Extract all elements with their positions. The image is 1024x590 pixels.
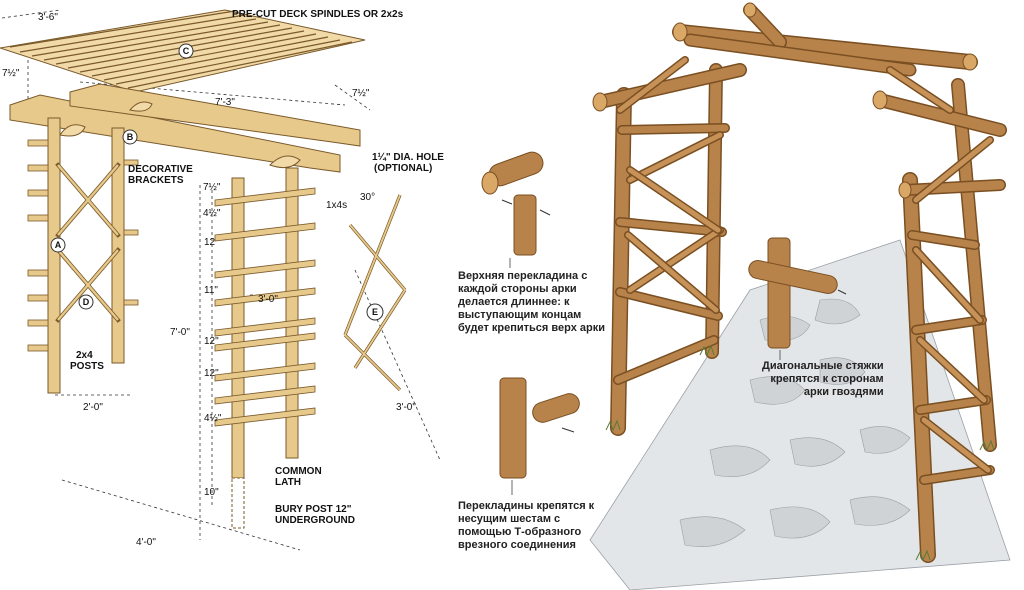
top-beam-note: Верхняя перекладина с каждой стороны арк…: [458, 270, 605, 335]
top-beam-note-line: делается длиннее: к: [458, 296, 570, 308]
dimension-lines: [1, 9, 441, 551]
dim-top-width: 3'-6": [38, 12, 58, 23]
t-joint-note-line: Перекладины крепятся к: [458, 500, 595, 512]
spindles-label: PRE-CUT DECK SPINDLES OR 2x2s: [232, 9, 404, 20]
top-beam-note-line: Верхняя перекладина с: [458, 270, 588, 282]
dim-bottom-gap: 4½": [204, 413, 222, 424]
dim-header-gap: 7½": [203, 182, 221, 193]
dim-overhang-right: 7½": [352, 88, 370, 99]
braces-note-line: Диагональные стяжки: [762, 360, 884, 372]
arbor-plan-drawing: C B A D E PRE-CUT DECK SPINDLES OR 2x2s …: [0, 0, 450, 590]
part-c-label: C: [183, 46, 190, 56]
dim-gap-1: 12: [204, 237, 216, 248]
note-leaders: [509, 258, 781, 495]
dim-gap-3: 12": [204, 336, 219, 347]
grass-tufts: [605, 344, 995, 562]
top-beam-note-line: каждой стороны арки: [458, 283, 577, 295]
left-side-frame: [27, 117, 139, 394]
dim-post-height: 7'-0": [170, 327, 190, 338]
dim-beam-length: 7'-3": [215, 97, 235, 108]
dim-inner-width: 3'-0": [258, 294, 278, 305]
dim-overall-width: 4'-0": [136, 537, 156, 548]
bury-label-line2: UNDERGROUND: [275, 515, 355, 526]
lath-label-line2: LATH: [275, 477, 301, 488]
part-e-label: E: [372, 307, 378, 317]
top-beams: [9, 83, 361, 173]
dim-side-depth: 2'-0": [83, 402, 103, 413]
dim-gap-2: 11": [204, 285, 218, 296]
brace-joint-detail: [748, 237, 847, 349]
arbor-plan-svg: C B A D E PRE-CUT DECK SPINDLES OR 2x2s …: [0, 9, 444, 551]
log-arch-svg: [481, 2, 1011, 590]
bracket-left: [59, 124, 86, 137]
braces-note-line: арки гвоздями: [803, 386, 884, 398]
lath-label-line1: COMMON: [275, 466, 322, 477]
t-joint-note-line: помощью Т-образного: [458, 526, 582, 538]
hole-label-line2: (OPTIONAL): [374, 163, 432, 174]
t-joint-note-line: несущим шестам с: [458, 513, 561, 525]
dim-lattice-width: 3'-0": [396, 402, 416, 413]
top-beam-note-line: будет крепиться верх арки: [458, 322, 605, 334]
braces-note-line: крепятся к сторонам: [770, 373, 884, 385]
dim-gap-4: 12": [204, 368, 219, 379]
braces-note: Диагональные стяжки крепятся к сторонам …: [762, 360, 884, 399]
posts-label-line2: POSTS: [70, 361, 104, 372]
lattice-detail: [343, 194, 407, 392]
brackets-label-line2: BRACKETS: [128, 175, 184, 186]
buried-post-section: [231, 477, 245, 529]
dim-overhang-left: 7½": [2, 68, 20, 79]
bury-label-line1: BURY POST 12": [275, 504, 352, 515]
angle-label: 30°: [360, 192, 375, 203]
part-a-label: A: [55, 240, 62, 250]
front-side-frame: [214, 167, 316, 529]
t-joint-note: Перекладины крепятся к несущим шестам с …: [458, 500, 594, 552]
dim-bury-depth: 10": [204, 487, 219, 498]
top-beam-note-line: выступающим концам: [458, 309, 582, 321]
part-markers: C B A D E: [50, 43, 384, 321]
t-joint-detail: [499, 377, 580, 479]
log-arch-illustration: Верхняя перекладина с каждой стороны арк…: [450, 0, 1024, 590]
stone-path: [589, 239, 1011, 590]
part-d-label: D: [83, 297, 90, 307]
brackets-label-line1: DECORATIVE: [128, 164, 193, 175]
bracket-right: [269, 155, 301, 169]
posts-label-line1: 2x4: [76, 350, 93, 361]
t-joint-note-line: врезного соединения: [458, 539, 576, 551]
lumber-label: 1x4s: [326, 200, 347, 211]
callout-labels: PRE-CUT DECK SPINDLES OR 2x2s DECORATIVE…: [70, 9, 444, 526]
part-b-label: B: [127, 132, 134, 142]
dim-first-gap: 4½": [203, 208, 221, 219]
hole-label-line1: 1¼" DIA. HOLE: [372, 152, 444, 163]
top-joint-detail: [481, 151, 551, 256]
dimension-labels: 3'-6" 7½" 7'-3" 7½" 7½" 4½" 12 11" 12" 1…: [2, 12, 416, 548]
log-arch: [592, 2, 1007, 563]
